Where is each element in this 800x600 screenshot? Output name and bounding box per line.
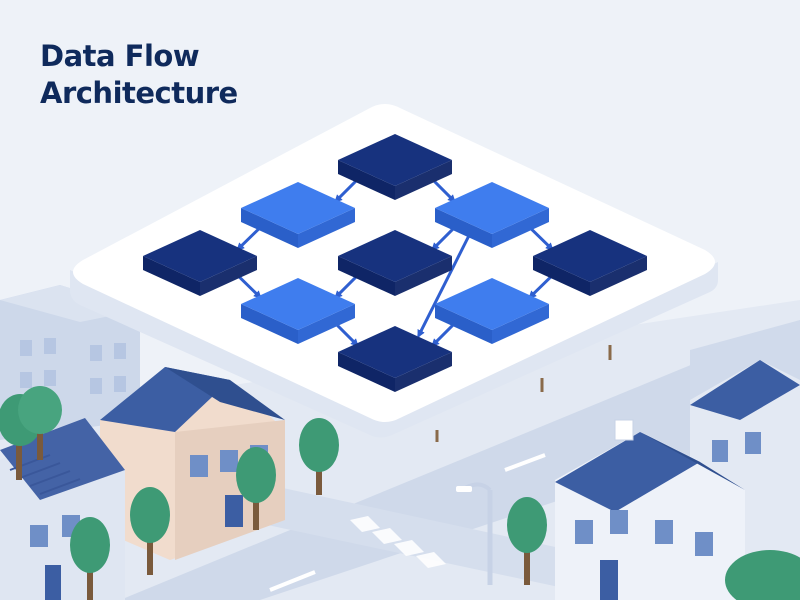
flow-node-n2: [241, 182, 355, 248]
title-line-1: Data Flow: [40, 39, 200, 73]
tree-icon: [70, 517, 110, 600]
tree-icon: [299, 418, 339, 495]
lane-marking: [269, 570, 316, 592]
house-icon: [555, 419, 745, 600]
tree-icon: [130, 487, 170, 575]
flow-node-n3: [435, 182, 549, 248]
flow-node-n5: [338, 230, 452, 296]
tree-icon: [725, 550, 800, 600]
street-lamp-icon: [456, 482, 493, 585]
lane-marking: [504, 453, 546, 472]
flow-node-n8: [435, 278, 549, 344]
flow-node-n9: [338, 326, 452, 392]
tree-icon: [236, 447, 276, 530]
title-line-2: Architecture: [40, 76, 238, 110]
page-title: Data Flow Architecture: [40, 38, 238, 112]
crosswalk-icon: [350, 516, 446, 568]
flow-nodes: [143, 134, 647, 392]
flow-node-n4: [143, 230, 257, 296]
flow-node-n6: [533, 230, 647, 296]
platform-supports: [435, 345, 612, 442]
flow-node-n1: [338, 134, 452, 200]
tree-icon: [507, 497, 547, 585]
flow-node-n7: [241, 278, 355, 344]
tree-icon: [18, 386, 62, 460]
flow-arrow: [417, 233, 471, 338]
road-main: [120, 320, 800, 600]
